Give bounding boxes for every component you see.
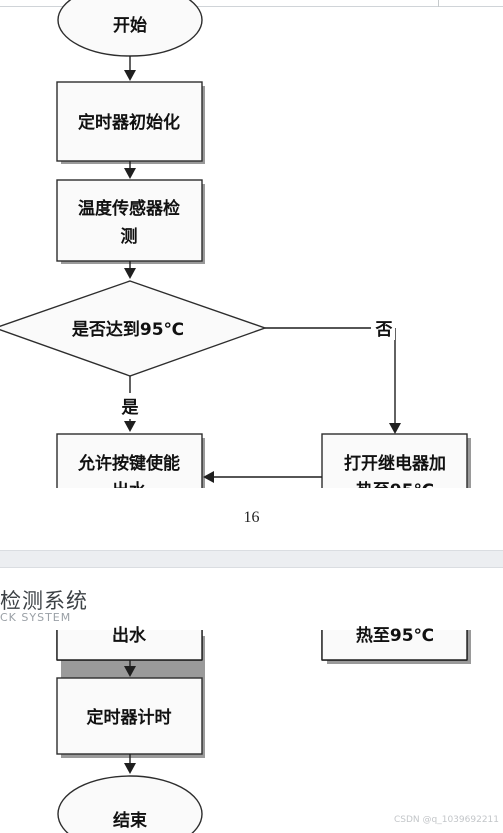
site-header-subtitle: CK SYSTEM: [0, 611, 72, 624]
timer-init-label: 定时器初始化: [78, 112, 180, 133]
flowchart-top: 开始 定时器初始化 温度传感器检 测 是否达到95℃ 否 是: [0, 0, 471, 505]
start-label: 开始: [113, 15, 147, 36]
temp-sensor-node: [56, 179, 203, 262]
allow-output-cut-text: 出水: [112, 625, 147, 646]
end-node: [57, 775, 203, 833]
document-page-bottom: 出水 热至95℃ 出水 热至95℃ 定时器计时 结束: [0, 568, 503, 833]
decision-label: 是否达到95℃: [72, 319, 184, 340]
page-top-rule: [0, 6, 503, 7]
relay-heat-label-1: 打开继电器加: [344, 453, 446, 474]
relay-heat-cut-text: 热至95℃: [356, 625, 434, 646]
timer-count-label: 定时器计时: [87, 707, 172, 728]
timer-count-node: [56, 677, 203, 755]
temp-sensor-label-2: 测: [121, 226, 138, 247]
flowchart-bottom: 出水 热至95℃ 出水 热至95℃ 定时器计时 结束: [0, 568, 503, 833]
document-page-top: 开始 定时器初始化 温度传感器检 测 是否达到95℃ 否 是: [0, 0, 503, 526]
end-label: 结束: [113, 810, 147, 831]
page-gap: [0, 550, 503, 568]
site-header-title: 检测系统: [0, 589, 88, 613]
timer-init-node: [56, 81, 203, 162]
temp-sensor-label-1: 温度传感器检: [78, 198, 180, 219]
page-top-tick: [438, 0, 439, 7]
allow-output-label-1: 允许按键使能: [77, 453, 180, 474]
page-number: 16: [243, 509, 260, 526]
yes-label: 是: [122, 398, 139, 418]
watermark: CSDN @q_1039692211: [394, 815, 499, 825]
no-label: 否: [375, 320, 393, 340]
